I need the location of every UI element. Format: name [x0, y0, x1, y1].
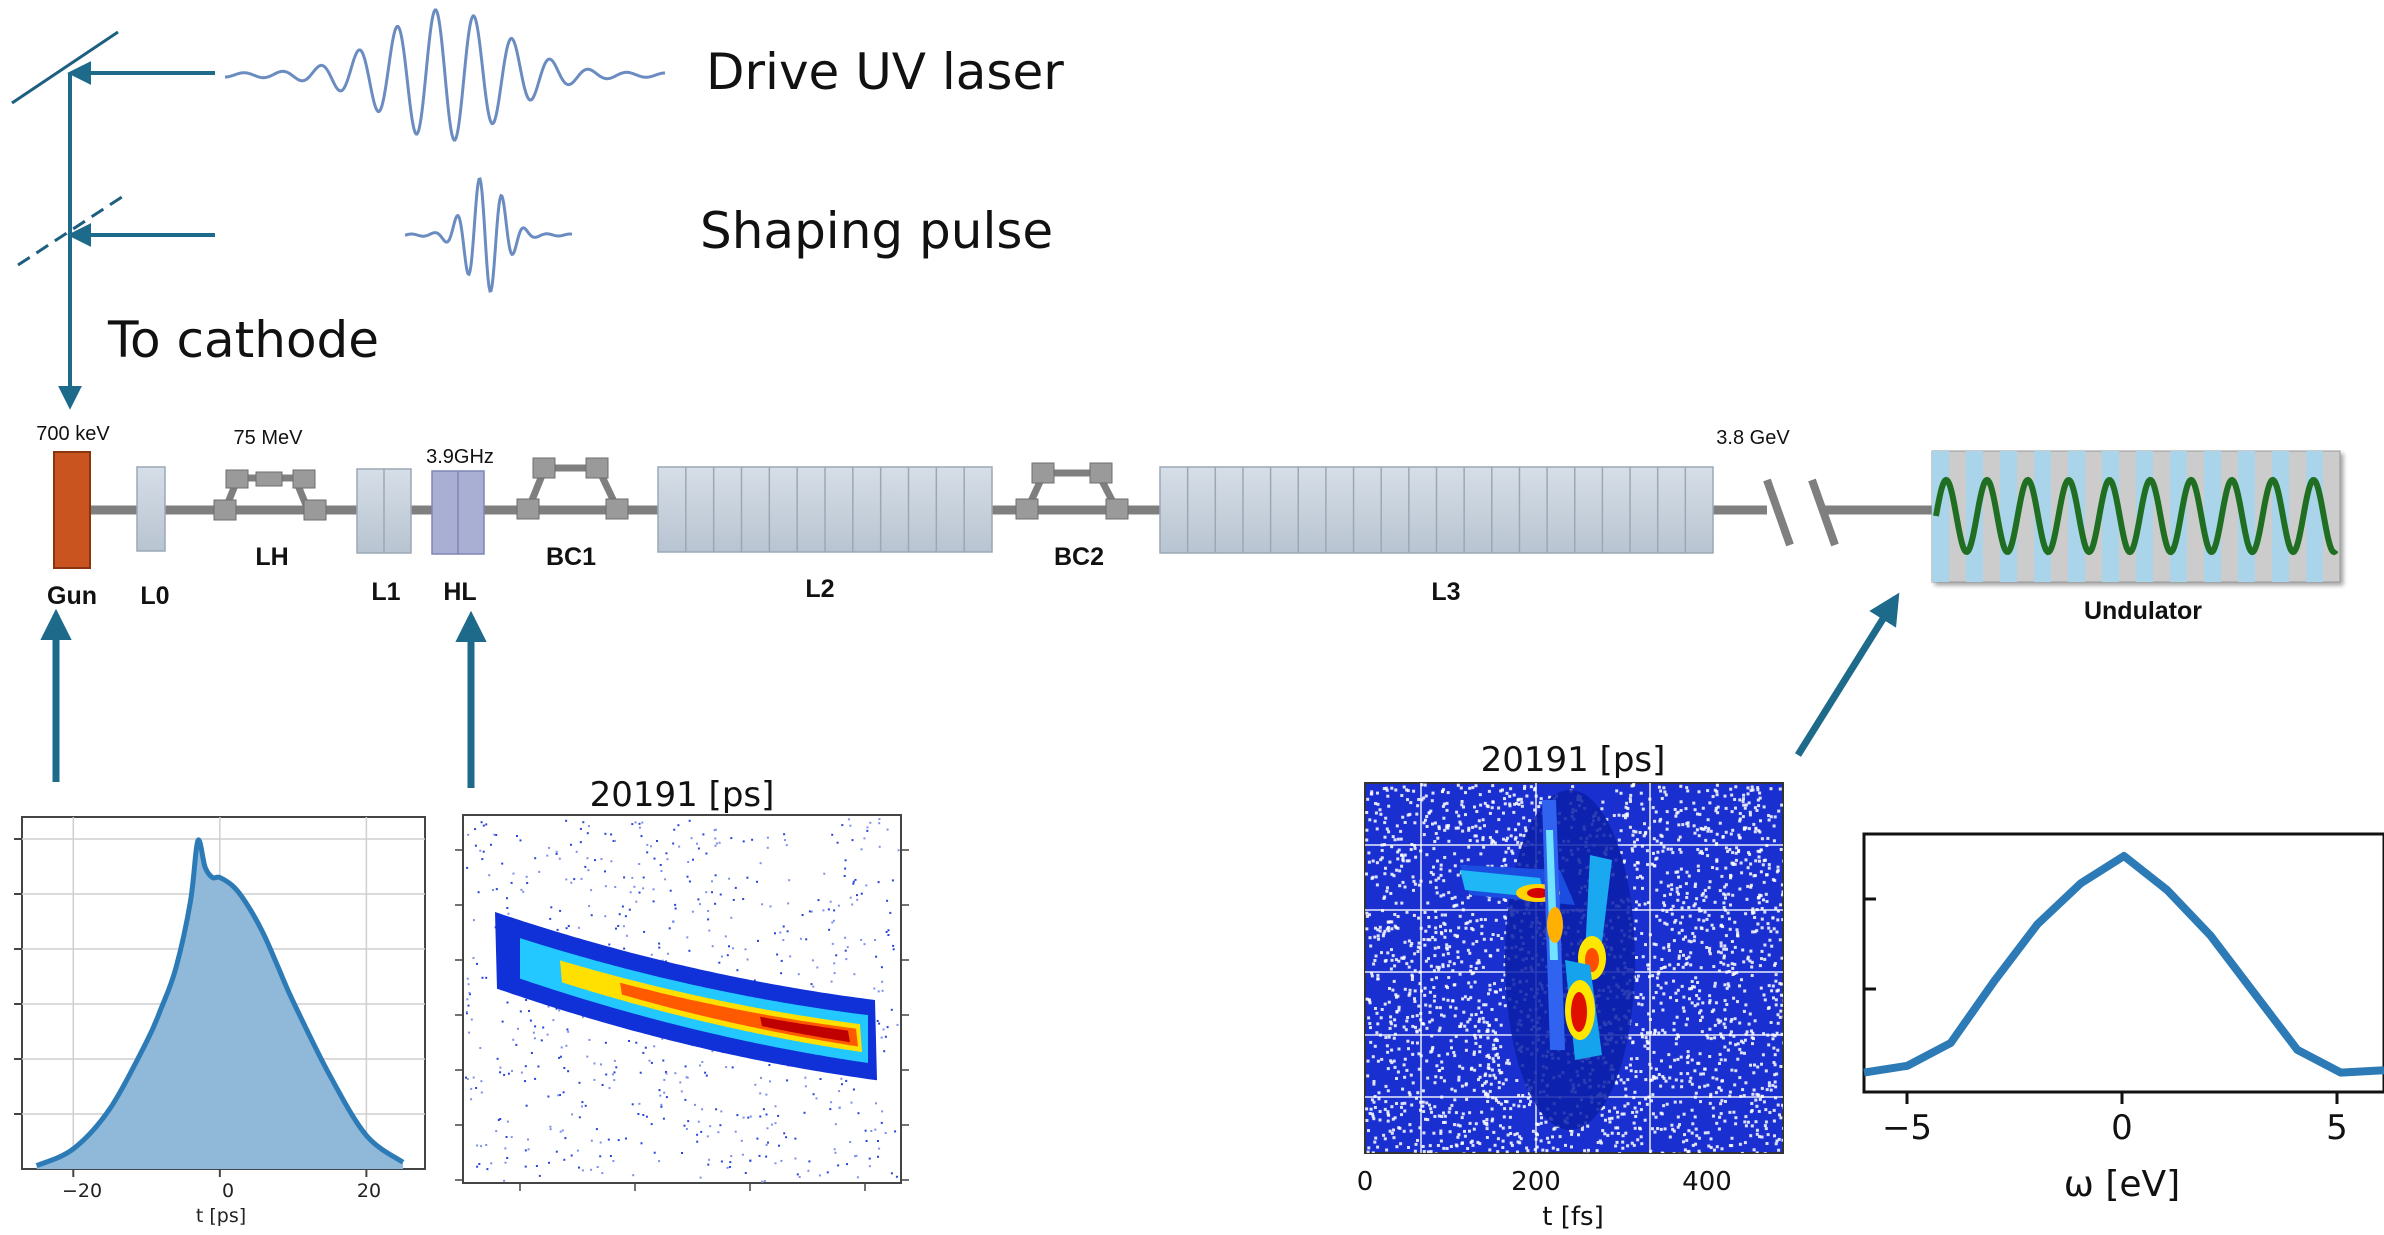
break-mark-left — [1763, 478, 1794, 547]
spectrum-xtick-2: 0 — [2111, 1108, 2133, 1148]
lh-chicane — [208, 469, 330, 521]
phase-space-plot-2: 20191 [ps] 0 200 400 t [fs] — [1357, 740, 1784, 1232]
profile-xtick-1: −20 — [62, 1180, 102, 1202]
phase-space-2-title: 20191 [ps] — [1481, 740, 1666, 780]
lh-energy-label: 75 MeV — [234, 427, 304, 449]
drive-pulse-waveform — [224, 8, 666, 142]
l3-linac — [1159, 466, 1714, 554]
final-energy-label: 3.8 GeV — [1716, 427, 1790, 449]
shaping-pulse-waveform — [404, 177, 573, 293]
bc1-label: BC1 — [546, 543, 596, 571]
profile-xtick-2: 0 — [222, 1180, 234, 1202]
phase-space-2-features — [1460, 790, 1635, 1130]
l2-linac — [657, 466, 993, 553]
beamline: 700 keV 75 MeV 3.9GHz 3.8 GeV Gun L0 LH … — [36, 423, 2341, 625]
to-cathode-label: To cathode — [107, 311, 379, 369]
spectrum-xtick-3: 5 — [2326, 1108, 2348, 1148]
drive-laser-label: Drive UV laser — [706, 43, 1064, 101]
ps2-xlabel: t [fs] — [1542, 1202, 1603, 1230]
break-mark-right — [1808, 478, 1839, 547]
gun-block — [53, 451, 91, 569]
undulator-wave — [1933, 476, 2339, 556]
profile-area-fill — [36, 839, 404, 1169]
profile-plot: −20 0 20 t [ps] — [14, 816, 426, 1227]
l3-label: L3 — [1431, 578, 1460, 606]
l0-label: L0 — [140, 582, 169, 610]
ps2-xtick-1: 0 — [1357, 1167, 1374, 1197]
ps2-xtick-2: 200 — [1511, 1167, 1561, 1197]
shaping-pulse-label: Shaping pulse — [700, 202, 1053, 260]
l0-cavity — [136, 466, 166, 552]
lh-label: LH — [255, 543, 288, 571]
undulator-input-arrow — [1795, 592, 1900, 757]
profile-xtick-3: 20 — [357, 1180, 381, 1202]
phase-space-plot-1: 20191 [ps] — [455, 775, 909, 1191]
spectrum-xlabel: ω [eV] — [2064, 1164, 2180, 1205]
profile-curve — [35, 837, 405, 1168]
hl-label: HL — [443, 578, 476, 606]
spectrum-plot: −5 0 5 ω [eV] — [1862, 832, 2384, 1205]
ps2-xtick-3: 400 — [1682, 1167, 1732, 1197]
l1-label: L1 — [371, 578, 400, 606]
gun-energy-label: 700 keV — [36, 423, 110, 445]
profile-xlabel: t [ps] — [196, 1205, 246, 1227]
bc2-label: BC2 — [1054, 543, 1104, 571]
undulator-label: Undulator — [2084, 597, 2202, 625]
gun-label: Gun — [47, 582, 97, 610]
bc2-chicane — [1008, 462, 1145, 520]
phase-space-1-title: 20191 [ps] — [590, 775, 775, 815]
bc1-chicane — [510, 457, 645, 520]
dashed-mirror-icon — [17, 191, 129, 267]
laser-section: Drive UV laser Shaping pulse To cathode — [11, 8, 1064, 410]
hl-frequency-label: 3.9GHz — [426, 446, 494, 468]
spectrum-xtick-1: −5 — [1882, 1108, 1932, 1148]
l2-label: L2 — [805, 575, 834, 603]
spectrum-curve — [1863, 852, 2384, 1077]
mirror-icon — [11, 30, 119, 105]
undulator — [1931, 450, 2341, 583]
